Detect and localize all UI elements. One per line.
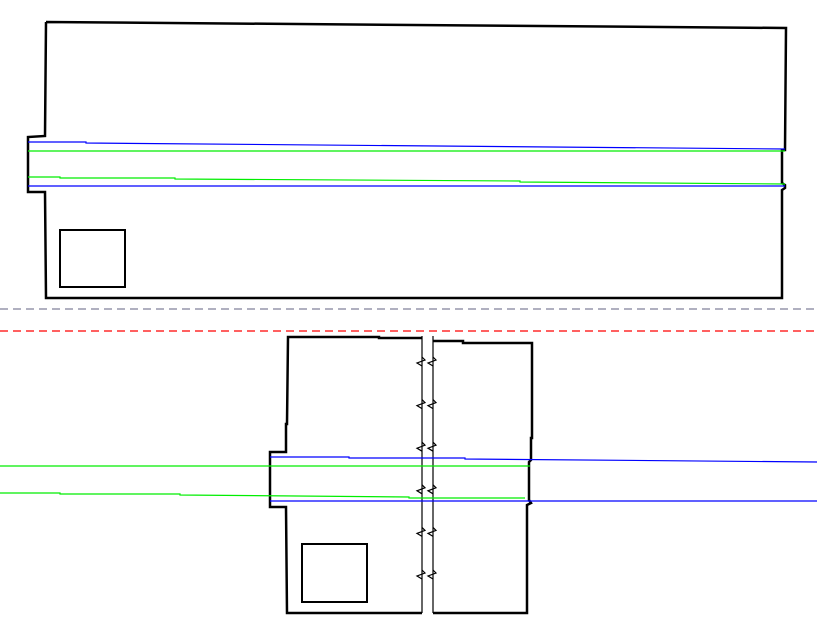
break-mark-icon <box>415 526 427 537</box>
break-mark-icon <box>426 441 438 452</box>
break-mark-icon <box>426 484 438 495</box>
break-mark-icon <box>426 356 438 367</box>
break-mark-icon <box>415 441 427 452</box>
bottom-right-outline <box>433 339 534 615</box>
break-mark-icon <box>415 569 427 580</box>
bottom-view <box>0 335 817 615</box>
break-marks <box>415 356 438 580</box>
top-green-line-lower <box>28 176 786 185</box>
break-mark-icon <box>426 569 438 580</box>
top-view <box>26 20 788 300</box>
bottom-blue-line-upper <box>270 456 817 463</box>
break-mark-icon <box>426 399 438 410</box>
break-mark-icon <box>415 356 427 367</box>
break-mark-icon <box>415 399 427 410</box>
top-view-outline <box>26 20 788 300</box>
top-blue-line-upper <box>28 141 786 150</box>
top-view-opening <box>59 229 126 288</box>
bottom-left-outline <box>268 335 422 615</box>
bottom-view-opening <box>301 543 368 603</box>
bottom-green-line-lower <box>0 492 525 499</box>
break-mark-icon <box>415 484 427 495</box>
break-mark-icon <box>426 526 438 537</box>
